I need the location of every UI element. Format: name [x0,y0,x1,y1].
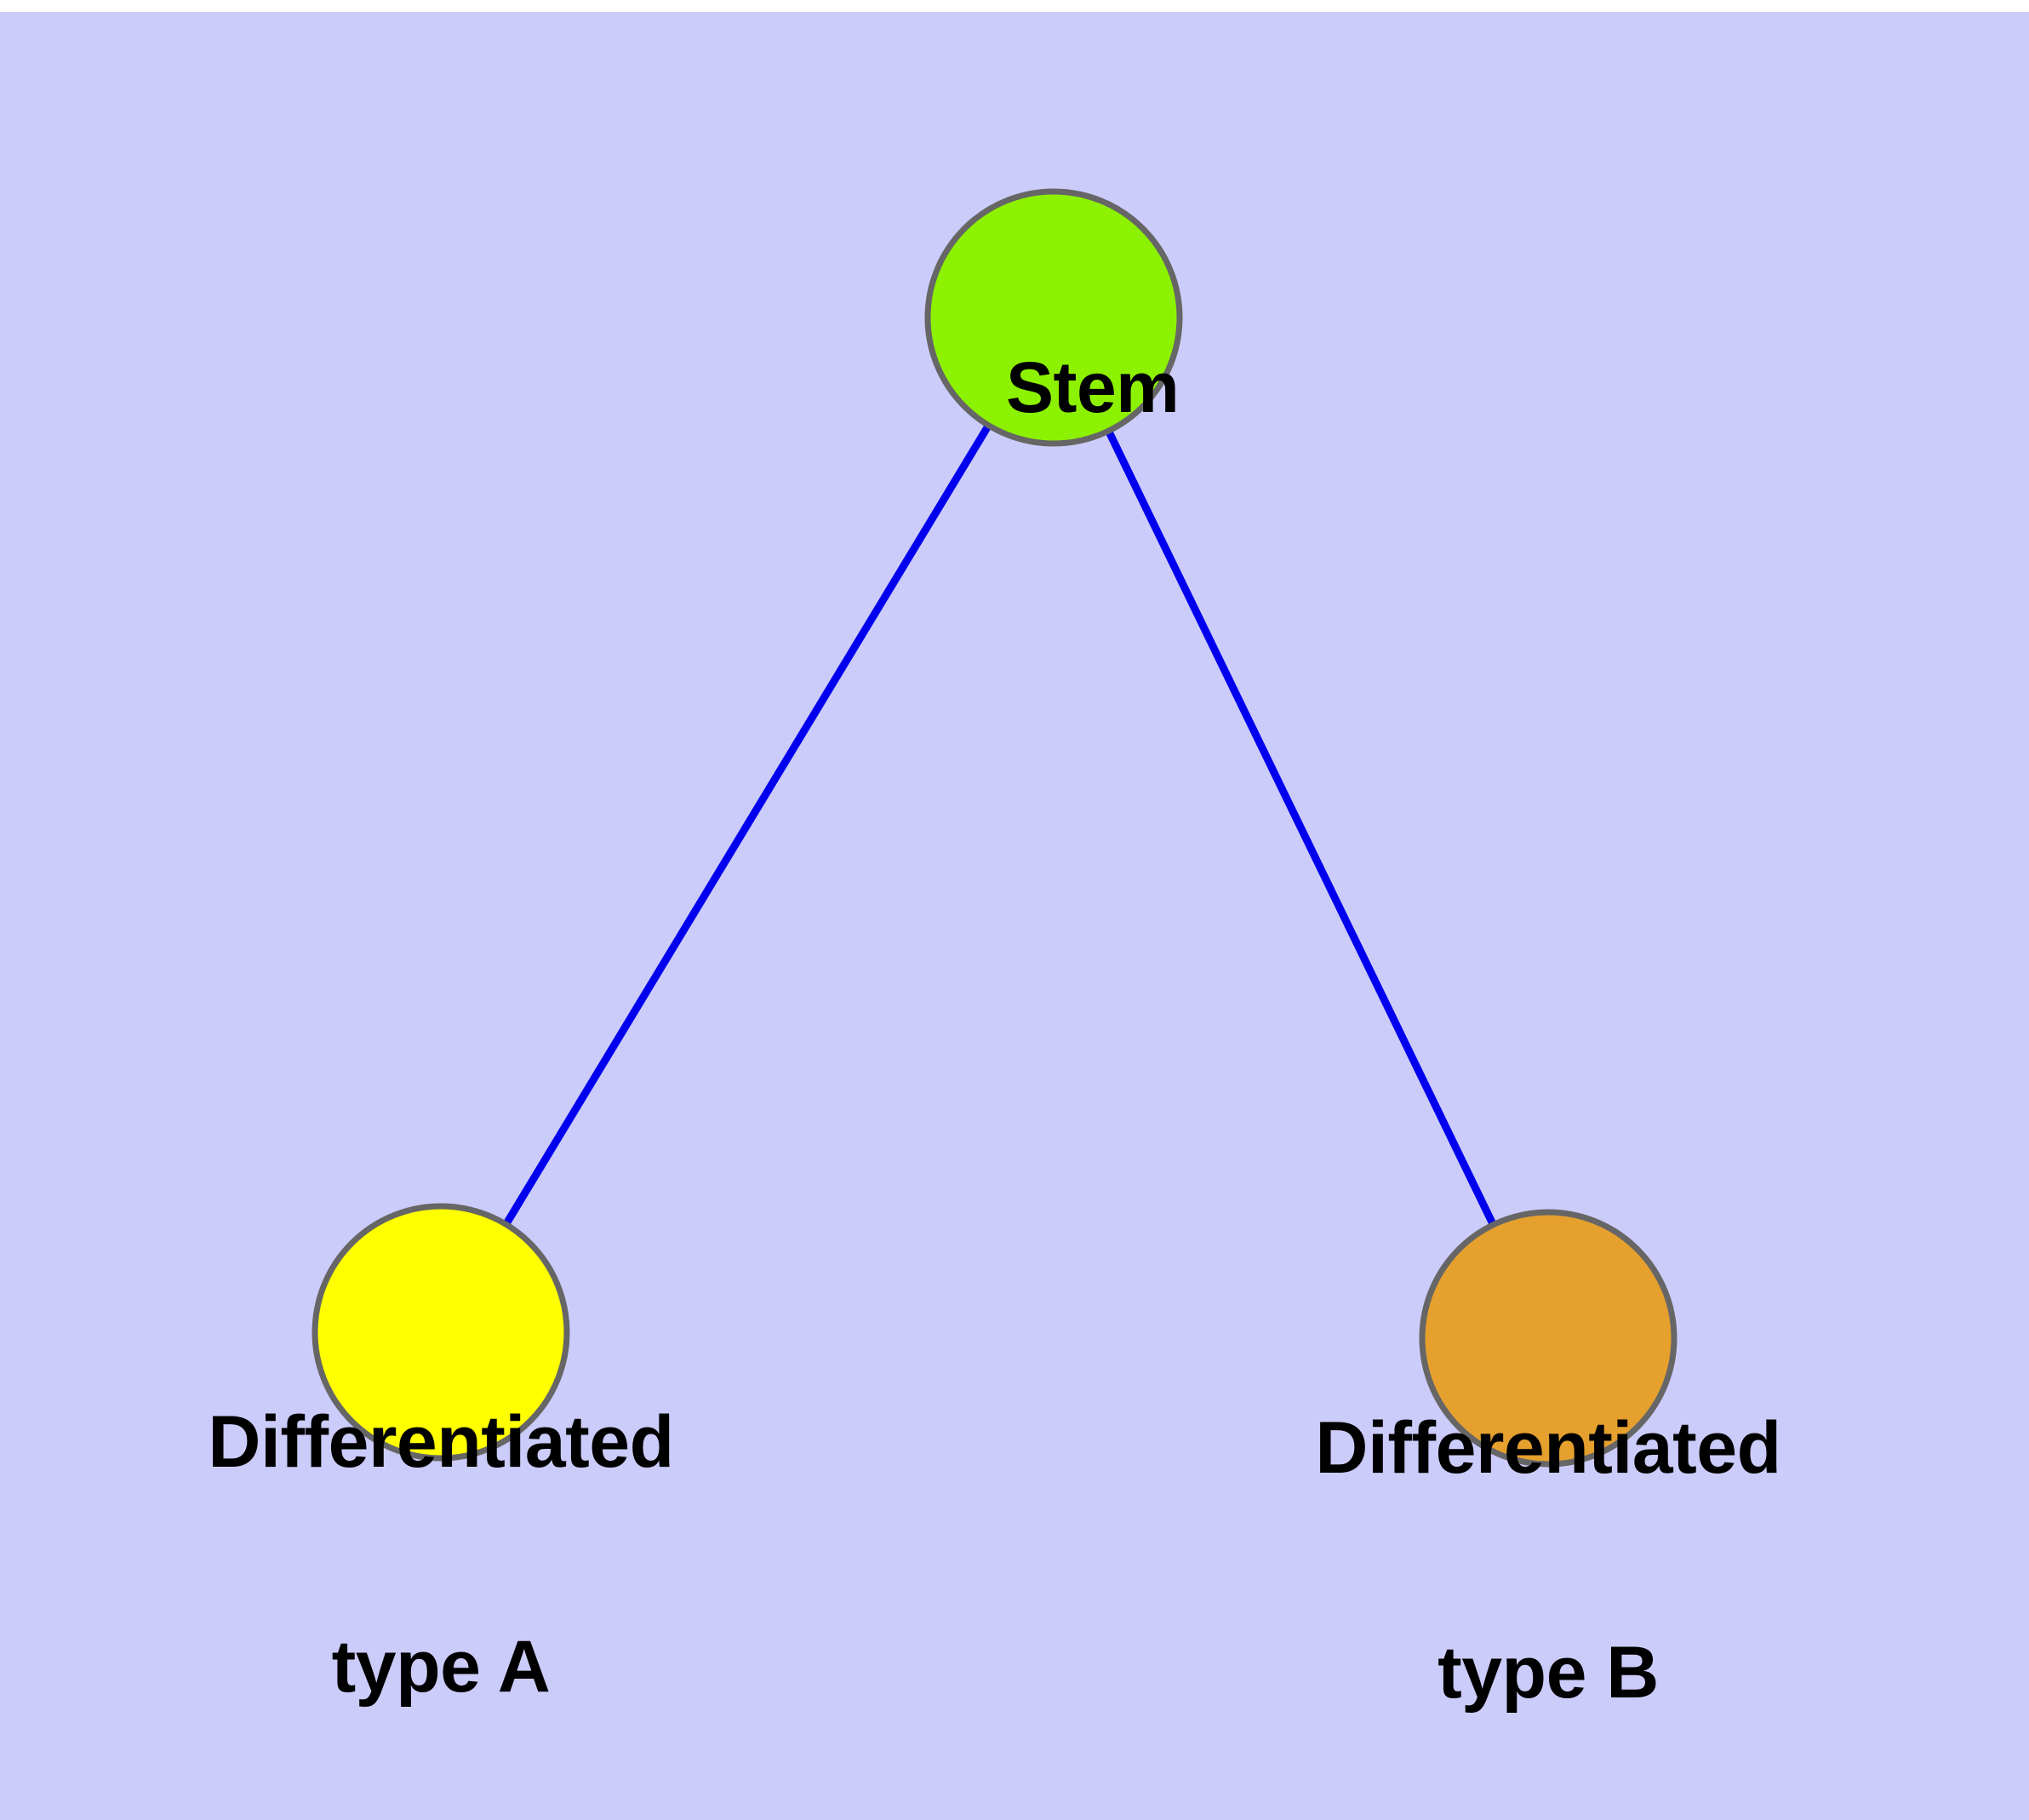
node-differentiated-type-a[interactable] [311,1203,570,1462]
node-group [311,188,1677,1468]
edge-stem-to-differentiated-type-b [1049,316,1552,1340]
node-differentiated-type-b[interactable] [1419,1209,1677,1468]
edge-group [437,315,1552,1340]
edge-stem-to-differentiated-type-a [437,315,1057,1335]
node-stem[interactable] [924,188,1183,447]
